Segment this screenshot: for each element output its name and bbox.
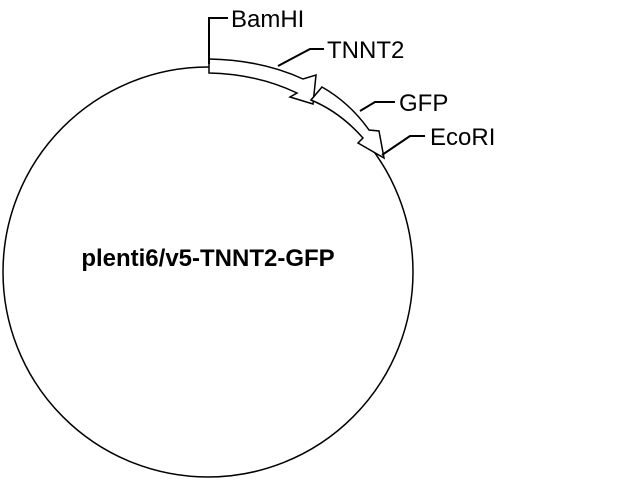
bamhi-label: BamHI xyxy=(231,6,304,33)
gfp-leader-line xyxy=(359,101,395,112)
ecori-leader-line xyxy=(381,135,425,156)
plasmid-backbone-circle xyxy=(2,66,414,478)
tnnt2-leader-line xyxy=(277,48,324,67)
tnnt2-label: TNNT2 xyxy=(327,37,404,64)
plasmid-name: plenti6/v5-TNNT2-GFP xyxy=(81,245,334,272)
bamhi-leader-line xyxy=(208,17,228,64)
gfp-gene-arrow xyxy=(309,86,386,160)
tnnt2-gene-arrow xyxy=(208,58,317,105)
ecori-label: EcoRI xyxy=(430,124,495,151)
gfp-label: GFP xyxy=(399,90,448,117)
